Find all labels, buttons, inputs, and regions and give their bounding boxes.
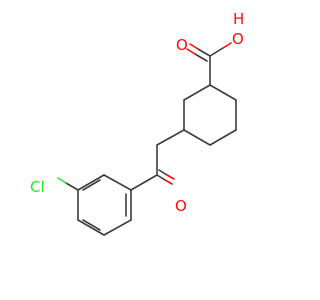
carboxylic-acid-group: O O H [176,10,244,86]
carbonyl-double-bond [194,53,208,62]
ring-bond [209,129,237,146]
chloro-substituent: Cl [30,177,79,196]
aromatic-bond [77,219,105,236]
ketone-double-bond [158,169,168,176]
ketone-double-bond [166,174,175,180]
ring-bond [209,84,237,101]
aromatic-inner-bond [82,179,101,191]
hydroxyl-hydrogen-label: H [233,10,244,28]
carbonyl-double-bond [189,43,199,50]
chlorine-label: Cl [30,178,45,196]
c-cl-bond [65,182,79,191]
ketone-oxygen-label: O [175,197,187,215]
hydroxyl-oxygen-label: O [232,30,244,48]
carbonyl-double-bond [197,48,211,57]
aromatic-bond [103,174,132,191]
ring-bond [183,129,211,146]
aromatic-bond [103,219,132,236]
ring-to-ch2-bond [156,129,185,146]
ketone-double-bond [156,174,166,181]
carbonyl-double-bond [186,48,196,55]
aromatic-inner-bond [82,219,101,231]
structure-canvas: O O H O [30,10,245,236]
ring-bond [183,84,211,101]
molecule-structure: O O H O [30,10,244,236]
cyclohexane-ring [183,84,237,146]
ketone-double-bond [164,179,173,185]
aromatic-bond [77,174,105,191]
carbonyl-oxygen-label: O [176,36,188,54]
hydroxyl-bond [209,47,224,57]
hydroxyl-bond [222,42,232,49]
c-cl-bond [57,177,67,184]
carbonyl-to-ring-bond [130,174,158,191]
ethanone-linker: O [130,129,187,215]
chlorophenyl-ring [77,174,132,236]
